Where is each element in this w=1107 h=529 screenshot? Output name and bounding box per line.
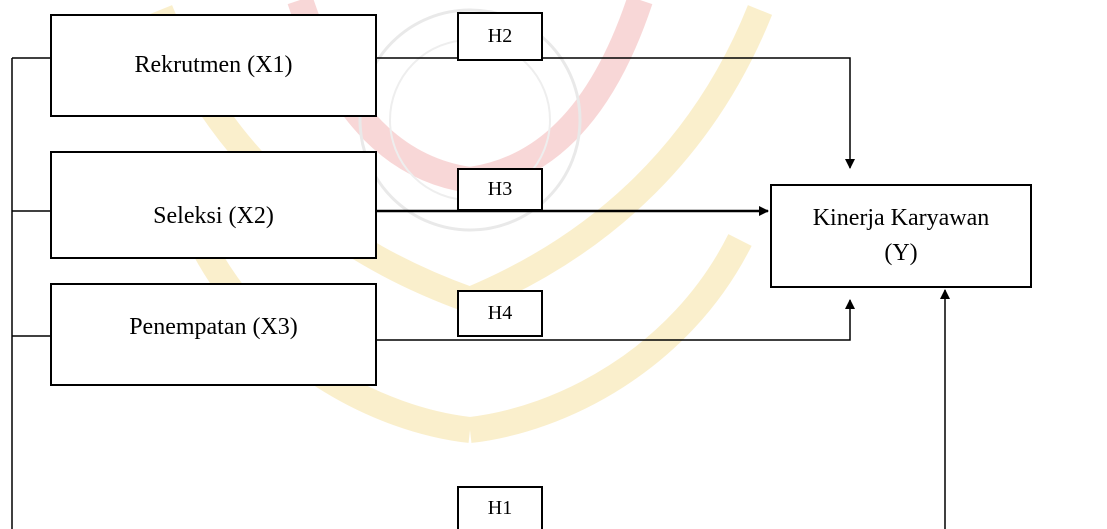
node-kinerja-karyawan-y-label: Kinerja Karyawan (Y) (812, 205, 990, 266)
hypothesis-h4-label: H4 (487, 302, 513, 324)
hypothesis-h2-box: H2 (457, 12, 543, 61)
node-penempatan-x3-label: Penempatan (X3) (129, 314, 298, 341)
hypothesis-h1-box: H1 (457, 486, 543, 529)
x1-to-y-arrow (376, 57, 855, 169)
hypothesis-h3-box: H3 (457, 168, 543, 211)
hypothesis-h1-label: H1 (487, 496, 513, 519)
x3-to-y-arrow (376, 299, 855, 341)
node-kinerja-karyawan-y: Kinerja Karyawan (Y) (770, 184, 1032, 288)
node-seleksi-x2-label: Seleksi (X2) (153, 202, 274, 229)
node-penempatan-x3: Penempatan (X3) (50, 283, 377, 386)
node-rekrutmen-x1-label: Rekrutmen (X1) (134, 52, 293, 79)
hypothesis-h4-box: H4 (457, 290, 543, 337)
hypothesis-h3-label: H3 (487, 178, 513, 200)
hypothesis-h2-label: H2 (487, 25, 513, 47)
node-seleksi-x2: Seleksi (X2) (50, 151, 377, 259)
node-rekrutmen-x1: Rekrutmen (X1) (50, 14, 377, 117)
